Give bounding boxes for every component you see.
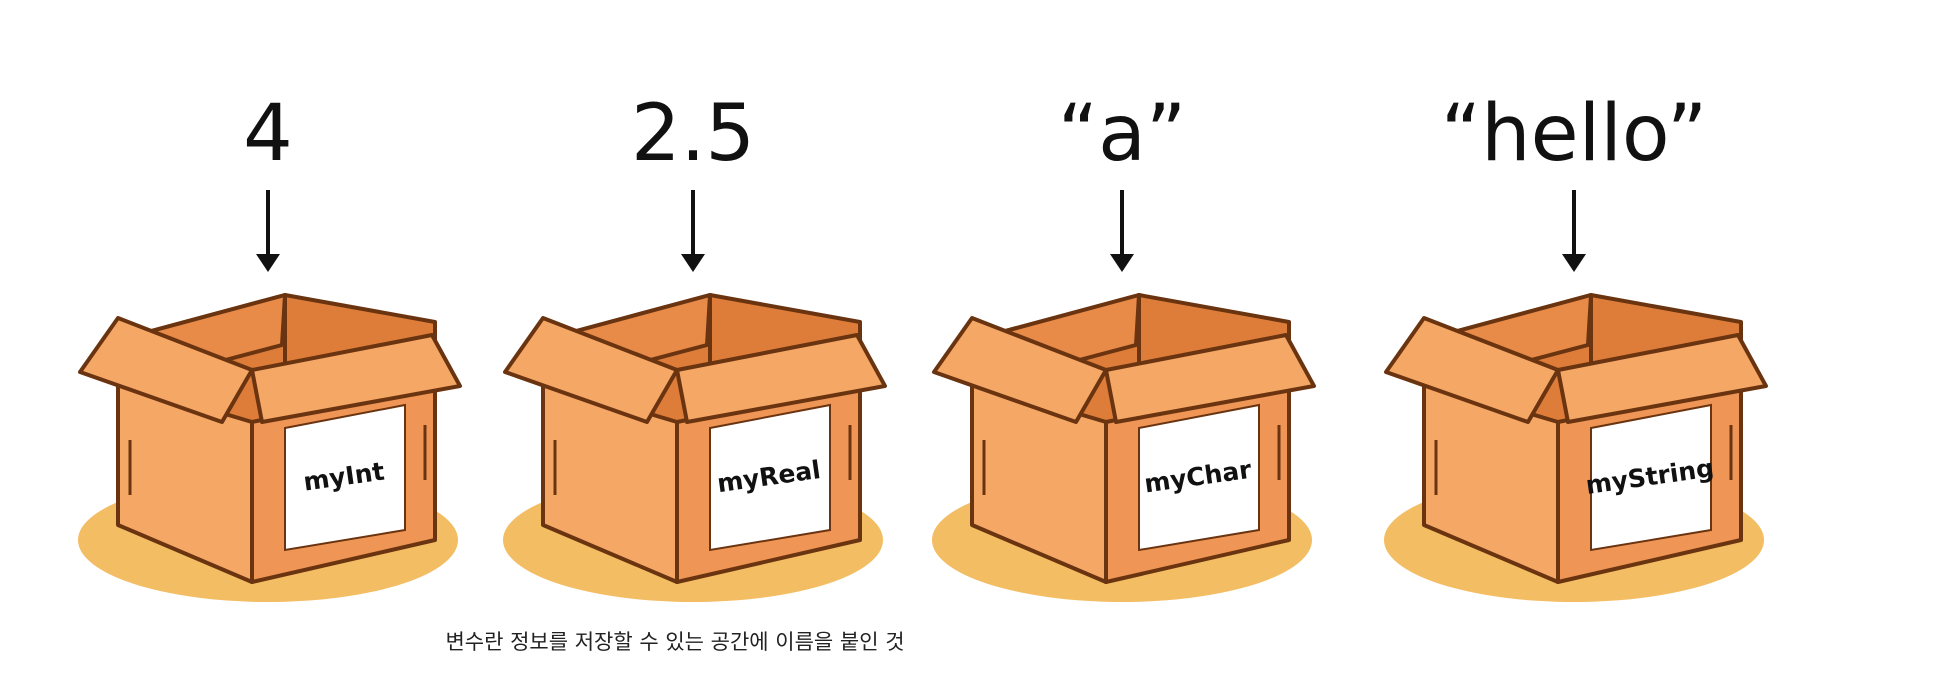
arrow-head-icon [1562,254,1586,272]
value-myChar: “a” [1058,89,1187,179]
box-label-panel [1590,403,1712,552]
value-myString: “hello” [1441,89,1708,179]
arrow-head-icon [1110,254,1134,272]
box-flap-right [1556,333,1768,424]
box-group-myChar: “a”myChar [932,89,1316,602]
value-myInt: 4 [243,89,293,179]
box-label-panel [1138,403,1260,552]
box-flap-right [1104,333,1316,424]
box-flap-right [250,333,462,424]
value-myReal: 2.5 [631,89,755,179]
box-label-panel [284,403,406,552]
arrow-head-icon [681,254,705,272]
box-group-myString: “hello”myString [1384,89,1768,602]
box-flap-right [675,333,887,424]
box-label-panel [709,403,831,552]
diagram-caption: 변수란 정보를 저장할 수 있는 공간에 이름을 붙인 것 [445,630,905,654]
arrow-head-icon [256,254,280,272]
